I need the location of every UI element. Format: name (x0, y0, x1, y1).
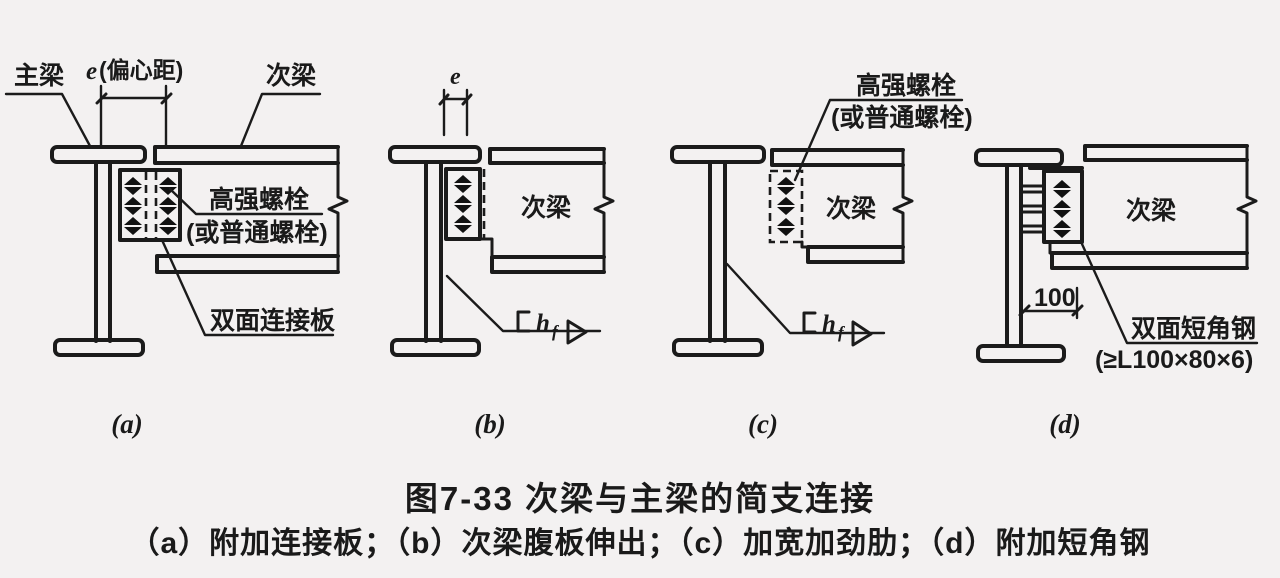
connection-plate (118, 168, 182, 242)
short-angle-steel (1019, 166, 1084, 244)
weld-arrow-icon (566, 319, 588, 345)
beam-break-icon (892, 148, 914, 264)
panel-d-label: (d) (1049, 409, 1080, 439)
leader-line (4, 92, 92, 148)
beam-break-icon (1236, 144, 1258, 270)
fillet-weld-icon (802, 311, 817, 334)
bolt-label-line2: (或普通螺栓) (831, 103, 973, 132)
eccentricity-dimension: e (偏心距) (86, 57, 183, 148)
e-symbol: e (450, 64, 461, 90)
weld-size-h: h (822, 311, 836, 338)
leader-line (1080, 242, 1259, 345)
angle-label-line1: 双面短角钢 (1131, 315, 1256, 343)
e-symbol: e (86, 58, 97, 85)
extended-web-plate (444, 167, 482, 241)
leader-line (239, 92, 322, 148)
angle-label-line2: (≥L100×80×6) (1095, 346, 1253, 374)
main-beam-section (50, 145, 147, 357)
high-strength-bolt-icon (454, 175, 472, 233)
bolt-label-line1: 高强螺栓 (209, 185, 309, 214)
bolt-label-line1: 高强螺栓 (856, 71, 956, 100)
bolt-label-line2: (或普通螺栓) (186, 218, 328, 247)
secondary-beam-label: 次梁 (1126, 196, 1176, 225)
e-paren: (偏心距) (99, 57, 183, 83)
secondary-beam-label: 次梁 (266, 61, 316, 90)
high-strength-bolt-icon (777, 177, 795, 236)
dimension-100: 100 (1018, 284, 1084, 320)
high-strength-bolt-icon (124, 177, 177, 235)
panel-c: 高强螺栓 (或普通螺栓) 次梁 h f (c) (670, 71, 973, 439)
secondary-beam-label: 次梁 (521, 193, 571, 222)
widened-stiffener (768, 169, 804, 244)
beam-break-icon (327, 145, 349, 274)
bolt-shank-icon (1019, 184, 1046, 234)
secondary-beam-outline (478, 147, 615, 274)
diagram-svg: 主梁 e (偏心距) 次梁 高强螺栓 (或普通螺栓) 双面连接板 (a) (4, 57, 1259, 439)
secondary-beam-outline (153, 145, 349, 274)
panel-b: e 次梁 h f (b) (388, 64, 615, 439)
eccentricity-dimension: e (438, 64, 473, 137)
secondary-beam-label: 次梁 (826, 194, 876, 223)
high-strength-bolt-icon (1053, 180, 1071, 238)
main-beam-label: 主梁 (14, 61, 64, 90)
panel-a: 主梁 e (偏心距) 次梁 高强螺栓 (或普通螺栓) 双面连接板 (a) (4, 57, 349, 439)
leader-line (793, 98, 964, 182)
panel-a-label: (a) (111, 409, 142, 439)
panel-d: 次梁 100 双面短角钢 (≥L100×80×6) (d) (974, 144, 1259, 439)
leader-line (168, 187, 324, 216)
weld-size-h: h (536, 310, 550, 337)
figure-legend: （a）附加连接板；（b）次梁腹板伸出；（c）加宽加劲肋；（d）附加短角钢 (129, 527, 1151, 560)
weld-arrow-icon (851, 320, 873, 347)
leader-line (160, 238, 335, 337)
dimension-value: 100 (1034, 284, 1076, 312)
main-beam-section (670, 145, 766, 357)
main-beam-section (388, 145, 482, 357)
secondary-beam-outline (1048, 144, 1258, 270)
plate-label: 双面连接板 (210, 307, 335, 335)
panel-c-label: (c) (748, 409, 778, 439)
weld-size-sub: f (552, 322, 560, 341)
panel-b-label: (b) (474, 409, 505, 439)
weld-size-sub: f (838, 323, 846, 342)
weld-symbol: h f (725, 262, 886, 347)
figure-caption: 图7-33 次梁与主梁的简支连接 (404, 480, 876, 517)
fillet-weld-icon (516, 310, 531, 333)
secondary-beam-outline (770, 148, 914, 264)
beam-break-icon (593, 147, 615, 274)
weld-symbol: h f (445, 274, 602, 345)
